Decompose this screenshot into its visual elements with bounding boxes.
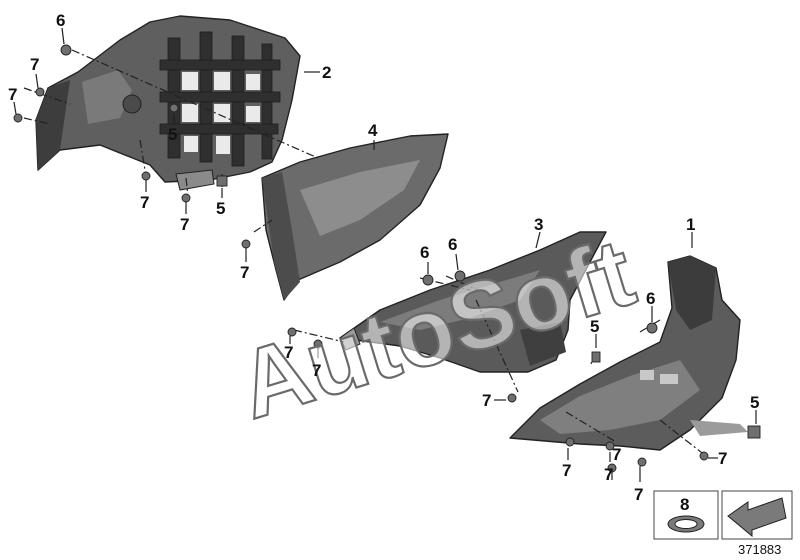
part-3-lower-panel [339, 231, 607, 373]
callout-7: 7 [8, 85, 17, 104]
part-2-air-guide-bracket [35, 15, 301, 191]
callout-5: 5 [750, 393, 759, 412]
screw-7-j [605, 441, 615, 451]
callout-1: 1 [686, 215, 695, 234]
callout-5: 5 [590, 317, 599, 336]
bolt-6-c [454, 270, 466, 282]
callout-7: 7 [30, 55, 39, 74]
callout-7: 7 [718, 449, 727, 468]
callout-7: 7 [240, 263, 249, 282]
screw-7-d [181, 193, 191, 203]
callout-6: 6 [448, 235, 457, 254]
legend-box-direction [721, 490, 793, 540]
legend-box-part-8: 8 [653, 490, 719, 540]
screw-7-h [507, 393, 517, 403]
screw-7-m [637, 457, 647, 467]
part-4-side-panel [261, 133, 449, 301]
screw-7-c [141, 171, 151, 181]
part-1-main-fairing [509, 255, 748, 451]
screw-7-i [565, 437, 575, 447]
callout-7: 7 [604, 465, 613, 484]
callout-5: 5 [168, 125, 177, 144]
forward-arrow-icon [727, 497, 787, 538]
callout-4: 4 [368, 121, 378, 140]
screw-7-a [35, 87, 45, 97]
callout-7: 7 [634, 485, 643, 504]
leader-lines [13, 27, 757, 482]
screw-7-e [241, 239, 251, 249]
callout-7: 7 [284, 343, 293, 362]
callout-7: 7 [612, 445, 621, 464]
callout-7: 7 [312, 361, 321, 380]
bolt-6-b [422, 274, 434, 286]
callout-6: 6 [420, 243, 429, 262]
callout-3: 3 [534, 215, 543, 234]
callout-7: 7 [140, 193, 149, 212]
callout-7: 7 [482, 391, 491, 410]
nut-5-b [216, 175, 228, 187]
callout-7: 7 [562, 461, 571, 480]
fasteners [13, 44, 761, 473]
bolt-6-top [60, 44, 72, 56]
callout-numbers: 6 7 7 2 5 7 7 5 4 7 3 6 6 1 7 7 5 6 7 5 … [8, 11, 759, 504]
nut-5-a [169, 103, 179, 113]
bolt-6-d [646, 322, 658, 334]
callout-5: 5 [216, 199, 225, 218]
callout-6: 6 [646, 289, 655, 308]
callout-2: 2 [322, 63, 331, 82]
screw-7-f [287, 327, 297, 337]
screw-7-l [699, 451, 709, 461]
nut-5-d [747, 425, 761, 439]
callout-7: 7 [180, 215, 189, 234]
callout-8: 8 [680, 495, 689, 514]
washer-ring-icon [667, 515, 705, 533]
screw-7-b [13, 113, 23, 123]
callout-6: 6 [56, 11, 65, 30]
nut-5-c [591, 351, 601, 363]
reference-number: 371883 [738, 542, 781, 557]
